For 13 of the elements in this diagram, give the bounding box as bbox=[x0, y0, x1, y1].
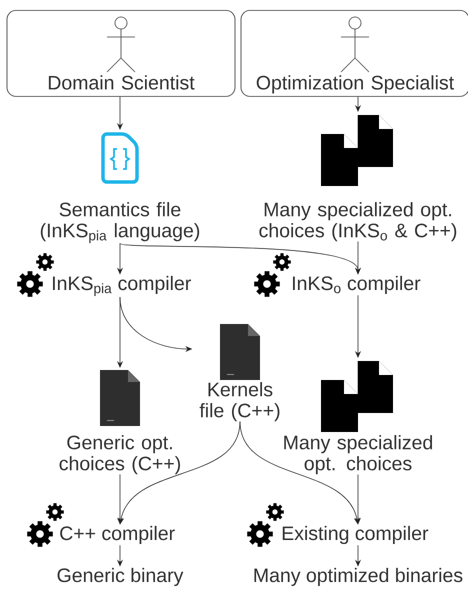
actor-box: Optimization Specialist bbox=[240, 10, 468, 97]
file-label: Kernels file (C++) bbox=[200, 382, 280, 422]
file-label: Many specialized opt. choices bbox=[284, 435, 432, 474]
compiler-label: InKS$_{pia}$ compiler bbox=[53, 276, 191, 296]
output-label: Generic binary bbox=[58, 568, 184, 586]
file-label: Many specialized opt. choices (InKS$_{o}$ & C++) bbox=[259, 202, 456, 242]
file-label: Semantics file (InKS$_{pia}$ language) bbox=[40, 202, 200, 244]
actor-box: Domain Scientist bbox=[6, 10, 236, 97]
compiler-label: InKS$_{o}$ compiler bbox=[293, 276, 420, 294]
compiler-label: Existing compiler bbox=[282, 526, 428, 544]
output-label: Many optimized binaries bbox=[254, 568, 462, 586]
compiler-label: C++ compiler bbox=[60, 526, 175, 544]
file-label: Generic opt. choices (C++) bbox=[60, 435, 180, 474]
